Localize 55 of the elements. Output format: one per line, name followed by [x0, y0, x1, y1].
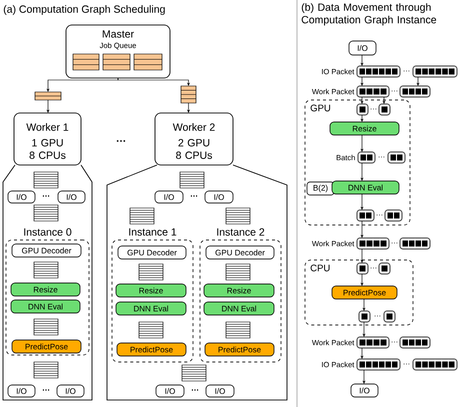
ellipsis: …: [42, 389, 50, 391]
io-box: I/O: [350, 384, 378, 398]
ellipsis: …: [42, 195, 50, 197]
stage-box: PredictPose: [116, 342, 186, 356]
packet: [388, 152, 406, 164]
stage-box: DNN Eval: [116, 302, 186, 316]
ellipsis: …: [192, 389, 198, 391]
node-label: Instance 2: [217, 228, 264, 236]
arrow: [118, 78, 190, 86]
io-box: I/O: [206, 384, 234, 398]
ellipsis: …: [190, 195, 198, 197]
packet: [400, 86, 430, 98]
ellipsis: …: [116, 140, 126, 142]
packet: [412, 358, 458, 370]
packet: [400, 238, 430, 250]
packet: [358, 310, 370, 322]
batch-size-box: B(2): [306, 182, 334, 196]
packet: [356, 210, 374, 222]
packet: [384, 210, 402, 222]
stage-box: GPU Decoder: [12, 244, 82, 258]
packet: [412, 66, 458, 78]
packet: [378, 104, 390, 116]
worker-box: Worker 2 2 GPU 8 CPUs: [154, 112, 234, 166]
packet: [378, 262, 390, 274]
stage-box: PredictPose: [332, 286, 398, 300]
stage-box: PredictPose: [12, 340, 82, 354]
io-box: I/O: [156, 384, 184, 398]
io-box: I/O: [58, 190, 86, 204]
stage-box: DNN Eval: [332, 180, 400, 194]
panel-title: (b) Data Movement through Computation Graph Instance: [302, 3, 436, 26]
queue-icon: [180, 86, 196, 104]
stage-box: Resize: [10, 282, 80, 296]
stage-box: Resize: [116, 284, 186, 298]
stage-box: DNN Eval: [204, 302, 274, 316]
stage-box: Resize: [204, 284, 274, 298]
io-box: I/O: [348, 40, 376, 56]
stage-box: PredictPose: [204, 342, 274, 356]
packet: [400, 336, 430, 348]
io-box: I/O: [8, 190, 36, 204]
stage-box: Resize: [330, 122, 400, 136]
packet: [384, 310, 396, 322]
stage-box: GPU Decoder: [206, 246, 274, 260]
io-box: I/O: [154, 190, 184, 204]
stage-box: DNN Eval: [10, 300, 80, 314]
io-box: I/O: [8, 384, 36, 398]
panel-title: (a) Computation Graph Scheduling: [4, 5, 165, 15]
io-box: I/O: [204, 190, 234, 204]
queue-icon: [34, 92, 62, 100]
stage-box: GPU Decoder: [118, 246, 186, 260]
node-label: Instance 1: [129, 228, 176, 236]
io-box: I/O: [56, 384, 84, 398]
packet: [356, 104, 368, 116]
packet: [356, 262, 368, 274]
node-label: Instance 0: [24, 228, 72, 236]
worker-box: Worker 1 1 GPU 8 CPUs: [14, 112, 82, 166]
